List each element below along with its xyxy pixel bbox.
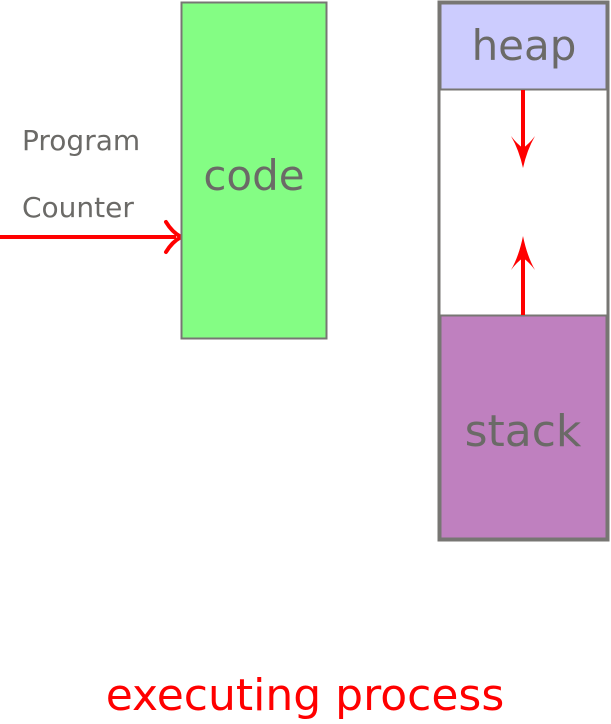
program-counter-arrow xyxy=(0,220,186,254)
program-counter-label-line1: Program xyxy=(22,124,140,157)
memory-block: heap stack xyxy=(437,0,610,542)
stack-label: stack xyxy=(465,406,582,457)
heap-segment xyxy=(439,2,608,91)
diagram-caption: executing process xyxy=(106,670,505,721)
heap-label: heap xyxy=(472,21,577,70)
code-segment xyxy=(180,1,328,340)
stack-growth-arrow xyxy=(511,236,535,315)
code-label: code xyxy=(203,151,304,200)
stack-segment xyxy=(439,314,608,540)
heap-growth-arrow xyxy=(511,90,535,168)
program-counter-label-line2: Counter xyxy=(22,191,134,224)
